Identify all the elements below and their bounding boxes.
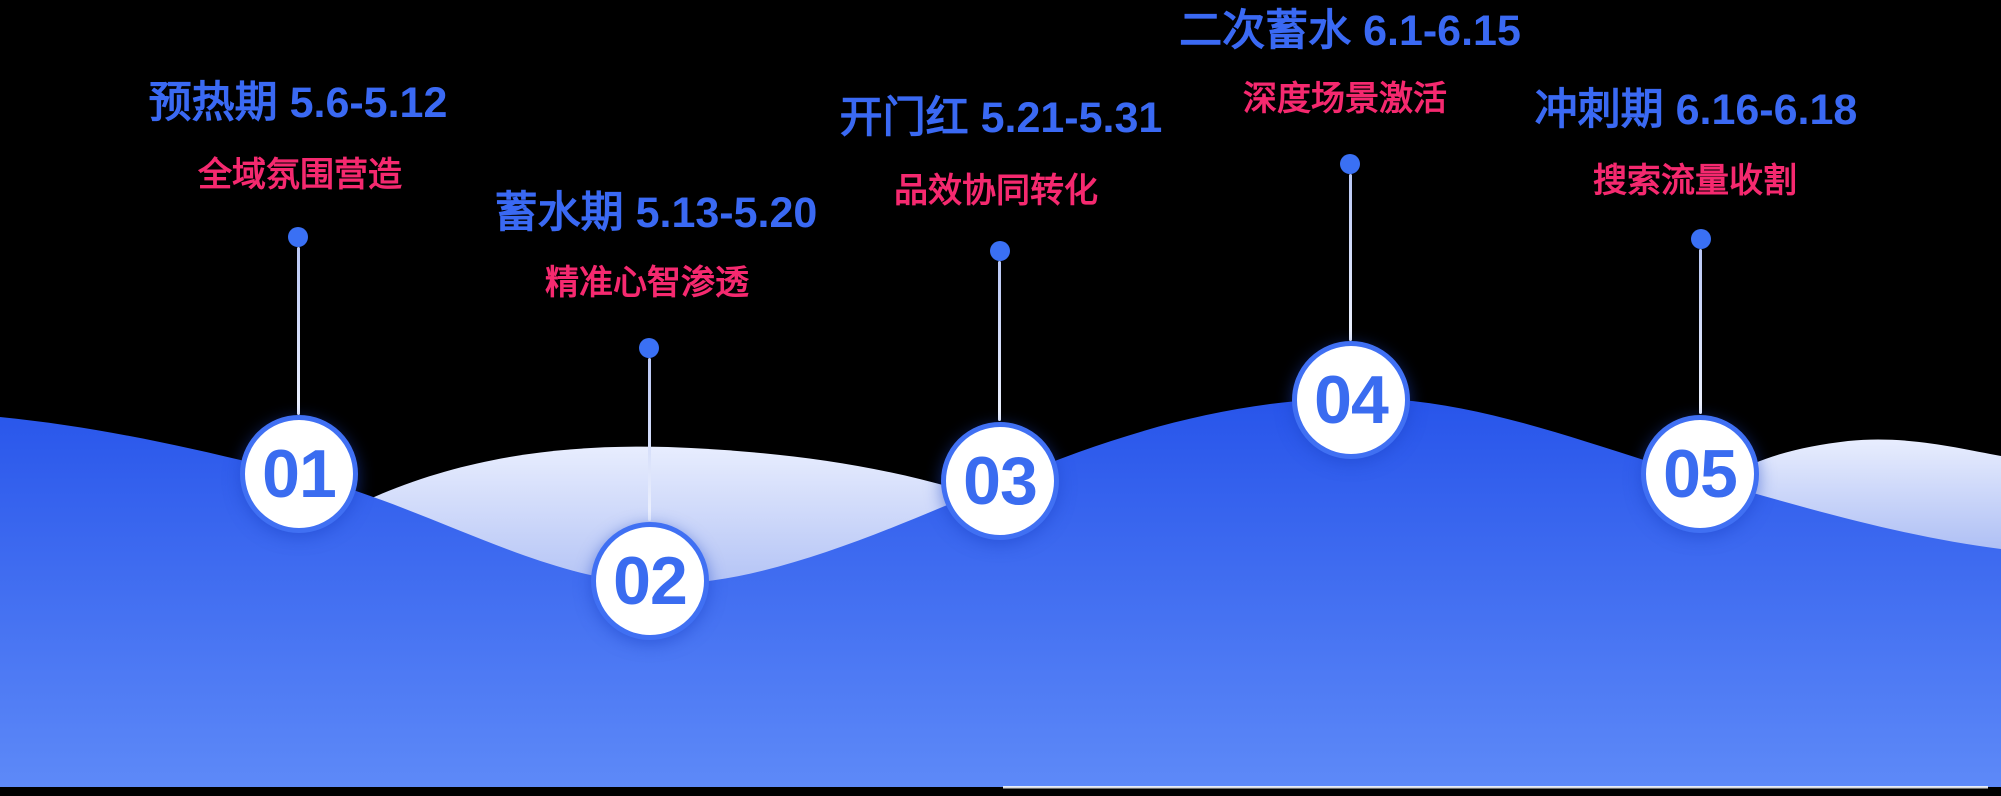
timeline-dot	[288, 227, 308, 247]
front-blue-wave	[0, 398, 2001, 787]
phase-subtitle: 精准心智渗透	[545, 264, 749, 302]
phase-subtitle: 深度场景激活	[1243, 80, 1447, 118]
phase-title: 二次蓄水 6.1-6.15	[1179, 7, 1521, 55]
timeline-dot	[990, 241, 1010, 261]
connector-line	[998, 261, 1001, 421]
phase-subtitle: 品效协同转化	[894, 172, 1098, 210]
phase-subtitle: 搜索流量收割	[1593, 162, 1797, 200]
bottom-baseline	[1003, 786, 1988, 789]
connector-line	[297, 247, 300, 415]
step-number: 05	[1663, 436, 1738, 512]
step-circle: 02	[591, 522, 709, 640]
step-circle: 04	[1292, 341, 1410, 459]
timeline-dot	[1340, 154, 1360, 174]
step-number: 01	[262, 436, 337, 512]
connector-line	[1349, 174, 1352, 341]
phase-title: 预热期 5.6-5.12	[148, 79, 448, 127]
step-circle: 01	[240, 415, 358, 533]
connector-line	[648, 358, 651, 521]
timeline-dot	[639, 338, 659, 358]
phase-subtitle: 全域氛围营造	[198, 156, 402, 194]
step-circle: 03	[941, 422, 1059, 540]
step-number: 03	[963, 443, 1038, 519]
connector-line	[1699, 249, 1702, 414]
timeline-dot	[1691, 229, 1711, 249]
step-circle: 05	[1641, 415, 1759, 533]
step-number: 04	[1314, 362, 1389, 438]
phase-title: 开门红 5.21-5.31	[839, 94, 1163, 142]
phase-title: 蓄水期 5.13-5.20	[494, 189, 818, 237]
phase-title: 冲刺期 6.16-6.18	[1534, 86, 1858, 134]
step-number: 02	[613, 543, 688, 619]
